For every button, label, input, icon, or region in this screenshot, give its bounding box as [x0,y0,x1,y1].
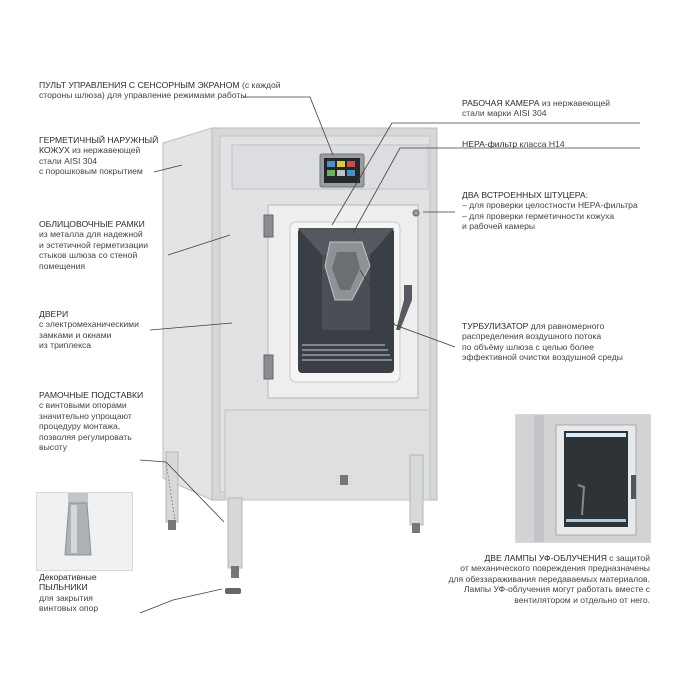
stand-leg-right [409,454,424,526]
annotation-uv-lamps: ДВЕ ЛАМПЫ УФ-ОБЛУЧЕНИЯ с защитой от меха… [448,553,651,605]
annotation-turbulizer: ТУРБУЛИЗАТОР для равномерного распределе… [462,321,623,363]
leader-hepa [352,147,455,234]
leader-casing [153,164,183,173]
leader-chamber [331,122,455,226]
leader-doors [149,322,233,331]
dust-cover-icon [64,493,92,556]
annotation-hepa: НЕРА-фильтр класса Н14 [462,139,565,149]
leader-turbulizer [359,269,456,348]
annotation-casing: ГЕРМЕТИЧНЫЙ НАРУЖНЫЙ КОЖУХ из нержавеюще… [39,135,159,177]
leader-frames [167,234,231,256]
stand-leg-back [165,451,179,523]
door-hinge-bottom [263,354,274,380]
leader-covers [139,588,223,614]
uv-lamp-chamber-icon [516,415,650,542]
leader-control-panel [243,96,334,156]
annotation-chamber: РАБОЧАЯ КАМЕРА из нержавеющей стали марк… [462,98,611,119]
inset-dust-cover [36,492,133,571]
stand-leg-front [227,497,243,569]
test-fitting [412,209,420,217]
cabinet-side-panel [162,127,213,501]
door-handle [396,285,412,330]
door-hinge-top [263,214,274,238]
annotation-control-panel: ПУЛЬТ УПРАВЛЕНИЯ С СЕНСОРНЫМ ЭКРАНОМ (с … [39,80,281,101]
uv-lamp-icon [566,433,626,437]
annotation-fittings: ДВА ВСТРОЕННЫХ ШТУЦЕРА:– для проверки це… [462,190,638,232]
inset-uv-lamps [515,414,651,543]
